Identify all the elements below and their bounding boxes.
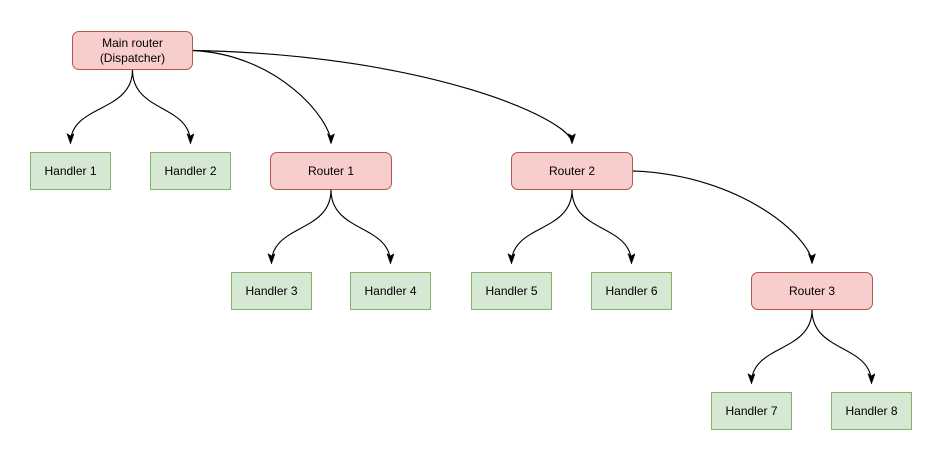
edge-router-3-to-handler-7 [752,309,813,383]
node-handler-7[interactable]: Handler 7 [711,392,792,430]
node-handler-2[interactable]: Handler 2 [150,152,231,190]
edge-router-2-to-handler-5 [512,189,573,263]
node-label-handler-6: Handler 6 [605,283,658,298]
node-label-handler-1: Handler 1 [44,163,97,178]
node-handler-1[interactable]: Handler 1 [30,152,111,190]
node-router-2[interactable]: Router 2 [511,152,633,190]
edge-main-to-router-2 [192,49,572,144]
node-label-handler-8: Handler 8 [845,403,898,418]
node-label-handler-2: Handler 2 [164,163,217,178]
node-label-handler-5: Handler 5 [485,283,538,298]
edge-router-1-to-handler-3 [272,189,332,263]
edge-main-to-handler-2 [131,69,191,143]
node-handler-6[interactable]: Handler 6 [591,272,672,310]
node-router-1[interactable]: Router 1 [270,152,392,190]
node-handler-3[interactable]: Handler 3 [231,272,312,310]
edge-router-2-to-handler-6 [571,189,632,263]
node-handler-5[interactable]: Handler 5 [471,272,552,310]
node-router-3[interactable]: Router 3 [751,272,873,310]
node-label-router-1: Router 1 [307,163,355,178]
node-label-handler-3: Handler 3 [245,283,298,298]
node-main-router[interactable]: Main router (Dispatcher) [72,31,193,70]
node-label-handler-4: Handler 4 [364,283,417,298]
node-handler-4[interactable]: Handler 4 [350,272,431,310]
node-label-main-router: Main router (Dispatcher) [99,35,166,65]
edge-router-3-to-handler-8 [811,309,872,383]
node-label-handler-7: Handler 7 [725,403,778,418]
node-label-router-2: Router 2 [548,163,596,178]
node-handler-8[interactable]: Handler 8 [831,392,912,430]
edge-main-to-handler-1 [71,69,134,143]
edge-router-1-to-handler-4 [330,189,391,263]
node-label-router-3: Router 3 [788,283,836,298]
edge-main-to-router-1 [192,49,331,144]
edge-router-2-to-router-3 [632,170,812,263]
